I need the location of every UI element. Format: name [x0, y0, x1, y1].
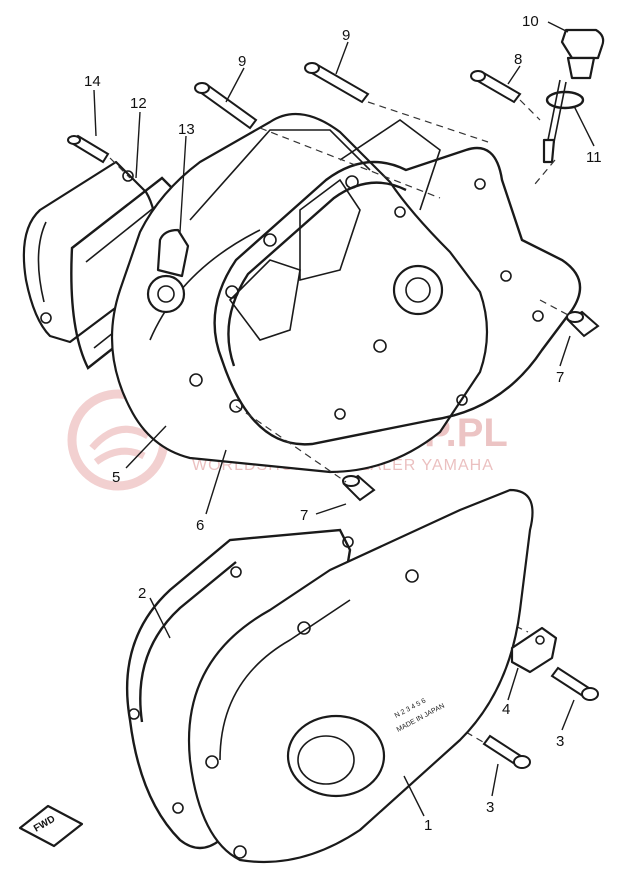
part-7-dowel-upper — [566, 310, 600, 338]
part-14-bolt — [67, 134, 110, 164]
callout-13: 13 — [178, 121, 195, 138]
part-9-bolt-right — [304, 62, 370, 104]
part-3-bolt-lower — [482, 734, 531, 769]
callout-11: 11 — [586, 149, 602, 166]
callout-7-lower: 7 — [300, 507, 308, 524]
callout-14: 14 — [84, 73, 101, 90]
callout-3-upper: 3 — [556, 733, 564, 750]
watermark-logo-mark — [89, 425, 150, 465]
part-10-oil-plug — [542, 28, 605, 164]
fwd-arrow: FWD — [18, 804, 84, 848]
callout-6: 6 — [196, 517, 204, 534]
part-5-crankcase-cover — [110, 112, 489, 474]
part-11-o-ring — [545, 90, 585, 110]
callout-5: 5 — [112, 469, 120, 486]
part-8-bolt — [470, 70, 522, 104]
part-3-bolt-upper — [550, 666, 599, 701]
part-9-bolt-left — [194, 82, 258, 130]
callouts: 1 2 3 3 4 5 6 7 7 8 9 9 10 11 12 13 14 — [84, 13, 602, 834]
callout-2: 2 — [138, 585, 146, 602]
part-1-generator-cover: N 2 3 4 5 6 MADE IN JAPAN — [187, 488, 534, 864]
callout-7-upper: 7 — [556, 369, 564, 386]
part-4-clamp — [510, 626, 558, 674]
callout-10: 10 — [522, 13, 539, 30]
callout-9-left: 9 — [238, 53, 246, 70]
callout-8: 8 — [514, 51, 522, 68]
part-7-dowel-lower — [342, 474, 376, 502]
part-6-crankcase-gasket — [213, 146, 582, 446]
callout-1: 1 — [424, 817, 432, 834]
callout-9-right: 9 — [342, 27, 350, 44]
callout-3-lower: 3 — [486, 799, 494, 816]
callout-12: 12 — [130, 95, 147, 112]
callout-4: 4 — [502, 701, 510, 718]
leader-lines — [93, 21, 595, 817]
